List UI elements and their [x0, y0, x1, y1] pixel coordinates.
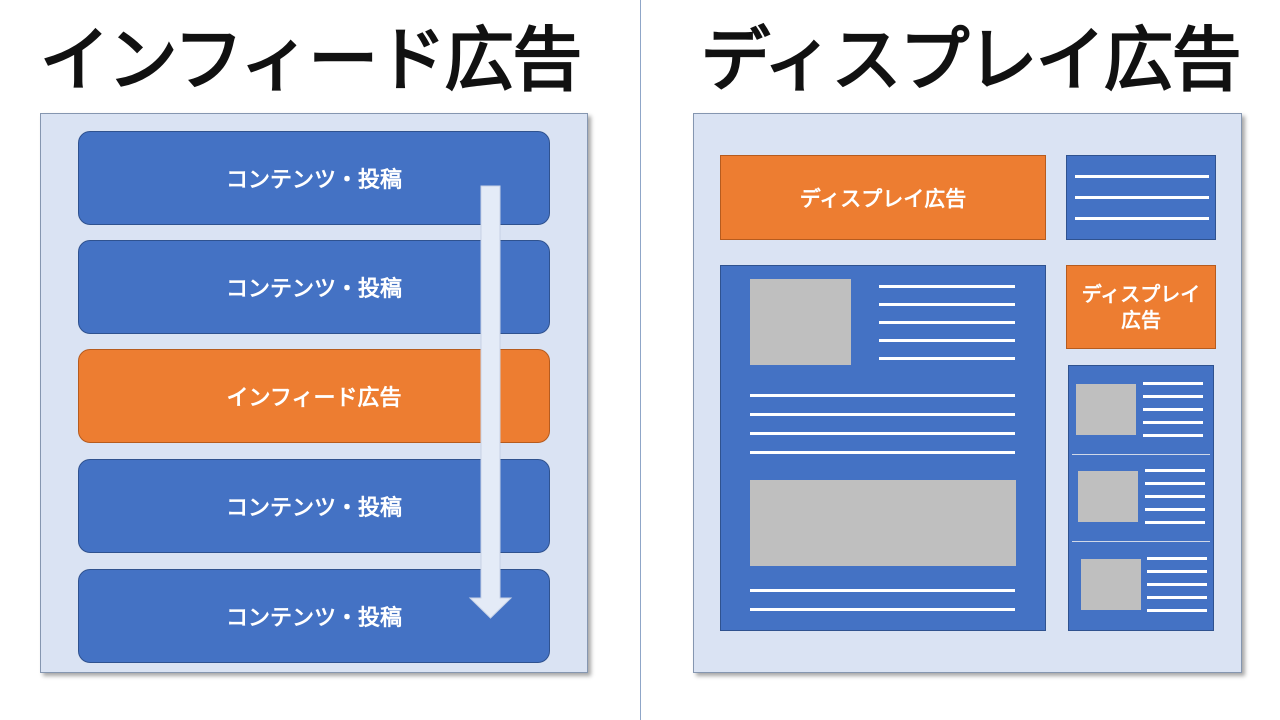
feed-item-content: コンテンツ・投稿 [78, 459, 550, 553]
feed-item-content: コンテンツ・投稿 [78, 240, 550, 334]
feed-item-content: コンテンツ・投稿 [78, 569, 550, 663]
article-image [750, 279, 851, 365]
display-ad-banner-top: ディスプレイ広告 [720, 155, 1046, 240]
main-article [720, 265, 1046, 631]
infeed-title: インフィード広告 [39, 19, 583, 101]
side-thumb [1076, 384, 1136, 435]
scroll-arrow-icon [468, 185, 513, 619]
header-text-block [1066, 155, 1216, 240]
article-wide-image [750, 480, 1016, 566]
side-thumb [1078, 471, 1138, 522]
center-divider [640, 0, 641, 720]
feed-item-infeed-ad: インフィード広告 [78, 349, 550, 443]
display-panel: ディスプレイ広告 ディスプレイ広告 [693, 113, 1242, 673]
side-article-list [1068, 365, 1214, 631]
feed-item-content: コンテンツ・投稿 [78, 131, 550, 225]
infeed-panel: コンテンツ・投稿 コンテンツ・投稿 インフィード広告 コンテンツ・投稿 コンテン… [40, 113, 588, 673]
display-title: ディスプレイ広告 [700, 19, 1241, 101]
display-ad-banner-side: ディスプレイ広告 [1066, 265, 1216, 349]
side-thumb [1081, 559, 1141, 610]
